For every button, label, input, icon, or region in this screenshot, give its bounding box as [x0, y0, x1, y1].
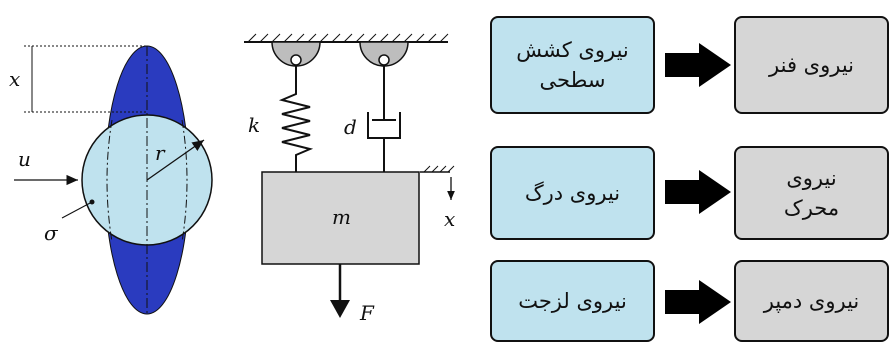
damper-force-box: نیروی دمپر	[734, 260, 889, 342]
F-label: F	[359, 301, 375, 325]
arrow-3-icon	[665, 280, 731, 324]
spring-k	[278, 65, 314, 172]
arrow-2-icon	[665, 170, 731, 214]
r-label: r	[155, 141, 166, 165]
surface-tension-force-label: نیروی کشش سطحی	[516, 37, 629, 92]
d-label: d	[344, 115, 357, 139]
x-label-bubble: x	[9, 67, 20, 91]
spring-force-label: نیروی فنر	[769, 52, 854, 77]
drag-force-box: نیروی درگ	[490, 146, 655, 240]
damper-pivot	[359, 41, 409, 67]
ceiling-hatch	[247, 33, 449, 43]
k-label: k	[248, 113, 260, 137]
surface-tension-force-box: نیروی کشش سطحی	[490, 16, 655, 114]
sigma-label: σ	[44, 221, 59, 245]
mass-spring-damper: k d m x F	[244, 33, 455, 325]
driving-force-label: نیروی محرک	[783, 165, 840, 220]
spring-pivot	[271, 41, 321, 67]
x-label-system: x	[444, 207, 455, 231]
damper-force-label: نیروی دمپر	[763, 288, 860, 313]
driving-force-box: نیروی محرک	[734, 146, 889, 240]
damper-pin-icon	[378, 54, 390, 66]
bubble-dashdot-left	[106, 119, 113, 243]
u-label: u	[18, 147, 31, 171]
radius-arrow	[146, 139, 205, 181]
m-label: m	[332, 205, 351, 229]
viscosity-force-label: نیروی لزجت	[518, 288, 627, 313]
drag-force-label: نیروی درگ	[524, 180, 621, 205]
spring-force-box: نیروی فنر	[734, 16, 889, 114]
viscosity-force-box: نیروی لزجت	[490, 260, 655, 342]
bubble-diagram: x u r σ	[9, 45, 213, 315]
sigma-leader	[61, 201, 93, 219]
sigma-point	[89, 199, 95, 205]
arrow-1-icon	[665, 43, 731, 87]
spring-pin-icon	[290, 54, 302, 66]
x-reference-hatch	[423, 165, 455, 173]
bubble-dashdot-right	[181, 119, 188, 243]
mass-block	[261, 171, 420, 265]
force-arrowhead	[330, 300, 350, 318]
